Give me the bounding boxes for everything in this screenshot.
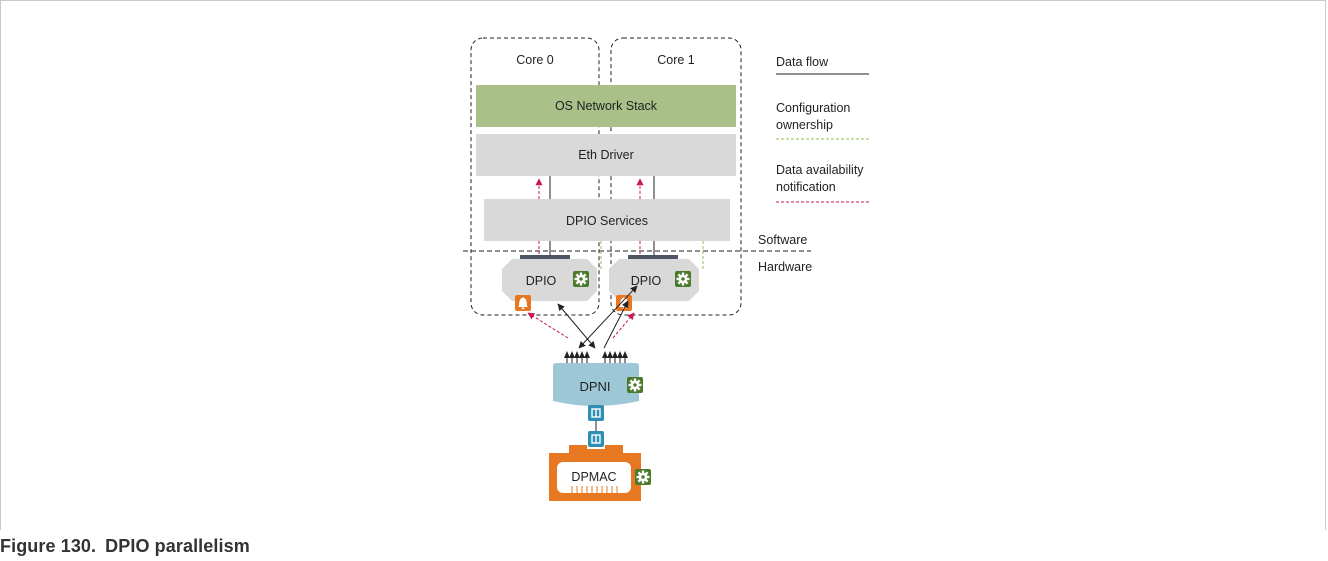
eth-driver-block — [476, 134, 736, 176]
dpio-0-port-bar — [520, 255, 570, 259]
data-flow-arrow — [603, 300, 629, 349]
core-0-label: Core 0 — [516, 53, 554, 67]
figure-caption: Figure 130. DPIO parallelism — [0, 536, 250, 557]
dpmac-pins — [571, 486, 618, 493]
notification-arrow — [612, 312, 635, 339]
data-flow-arrow — [557, 303, 596, 349]
dpmac-label: DPMAC — [571, 470, 616, 484]
dpio-parallelism-diagram: Core 0 Core 1 OS Network Stack Eth Drive… — [463, 37, 869, 501]
os-network-stack-label: OS Network Stack — [555, 99, 658, 113]
legend-config-label-1: Configuration — [776, 101, 850, 115]
figure-title: DPIO parallelism — [105, 536, 250, 556]
dpio-0-block — [502, 259, 597, 301]
dpio-0-label: DPIO — [526, 274, 557, 288]
legend-notification-label-2: notification — [776, 180, 836, 194]
legend-config-label-2: ownership — [776, 118, 833, 132]
legend-notification-label-1: Data availability — [776, 163, 864, 177]
dpio-1-port-bar — [628, 255, 678, 259]
core-1-label: Core 1 — [657, 53, 695, 67]
dpio-services-block — [484, 199, 730, 241]
dpio-1-label: DPIO — [631, 274, 662, 288]
legend-data-flow-label: Data flow — [776, 55, 829, 69]
core-1-container — [610, 37, 742, 316]
os-network-stack-block — [476, 85, 736, 127]
figure-number: Figure 130. — [0, 536, 97, 556]
gear-icon — [635, 469, 651, 485]
port-icon — [587, 430, 605, 448]
core-0-container — [470, 37, 600, 316]
hardware-label: Hardware — [758, 260, 812, 274]
notification-arrow — [527, 312, 569, 339]
software-label: Software — [758, 233, 807, 247]
eth-driver-label: Eth Driver — [578, 148, 634, 162]
gear-icon — [573, 271, 589, 287]
gear-icon — [675, 271, 691, 287]
dpio-services-label: DPIO Services — [566, 214, 648, 228]
gear-icon — [627, 377, 643, 393]
port-icon — [587, 404, 605, 422]
figure-frame: Core 0 Core 1 OS Network Stack Eth Drive… — [0, 0, 1326, 530]
dpni-block — [553, 363, 639, 406]
bell-icon — [515, 295, 531, 311]
dpmac-inner — [557, 462, 631, 493]
data-flow-arrow — [578, 285, 638, 349]
dpni-queues-right — [602, 351, 628, 363]
dpni-label: DPNI — [579, 379, 610, 394]
dpni-queues-left — [564, 351, 590, 363]
